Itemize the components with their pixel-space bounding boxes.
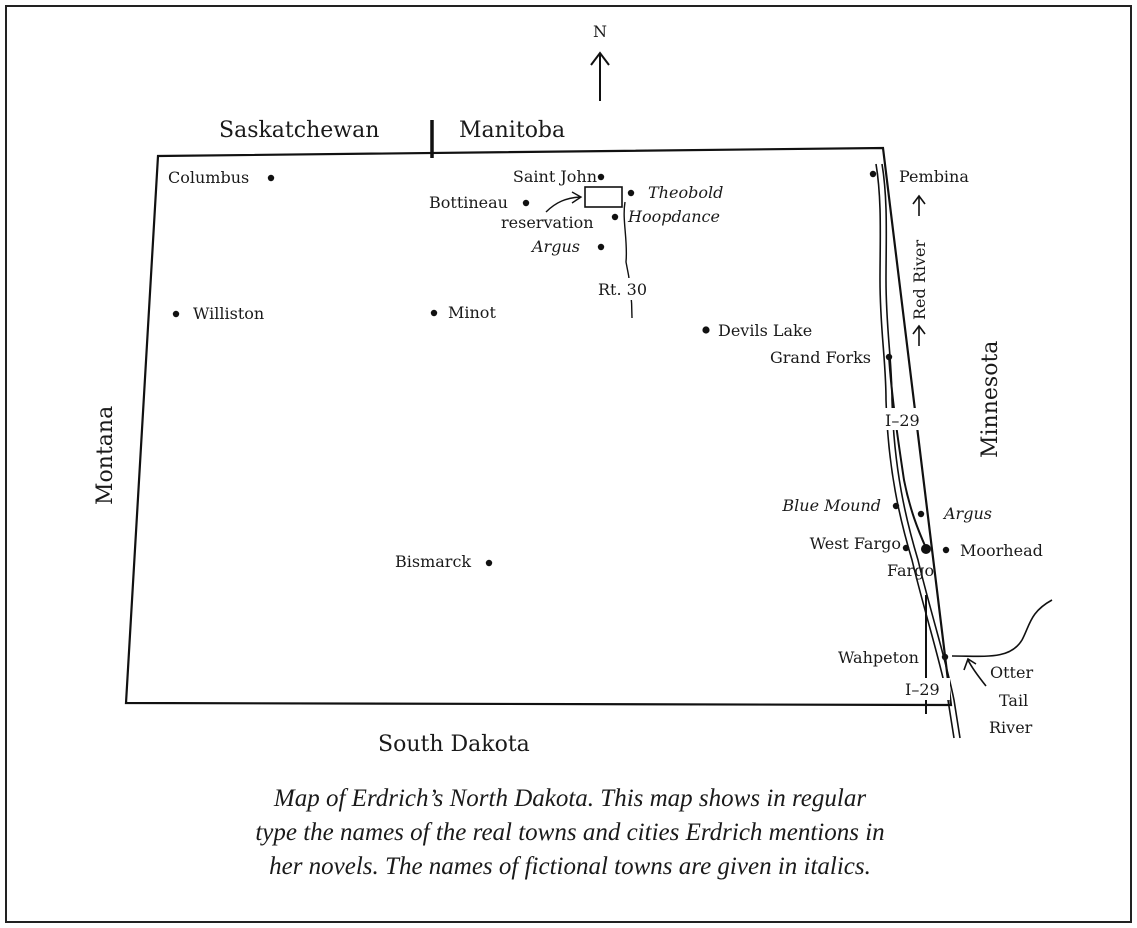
label-tail: Tail xyxy=(999,691,1028,710)
dot-argus-east xyxy=(917,510,925,518)
highway-i29-north xyxy=(888,356,927,549)
label-grand-forks: Grand Forks xyxy=(770,348,871,367)
label-hoopdance: Hoopdance xyxy=(627,207,720,226)
region-manitoba: Manitoba xyxy=(459,118,565,143)
map-caption: Map of Erdrich’s North Dakota. This map … xyxy=(150,782,990,884)
dot-wahpeton xyxy=(941,653,949,661)
north-arrow-icon xyxy=(590,51,610,101)
compass-label: N xyxy=(593,22,607,41)
dot-fargo xyxy=(921,544,931,554)
label-pembina: Pembina xyxy=(899,167,969,186)
label-reservation: reservation xyxy=(501,213,594,232)
caption-line-3: her novels. The names of fictional towns… xyxy=(269,853,871,880)
label-fargo: Fargo xyxy=(887,561,934,580)
town-markers xyxy=(172,170,950,661)
region-saskatchewan: Saskatchewan xyxy=(219,118,379,143)
label-theobold: Theobold xyxy=(648,183,723,202)
page-frame xyxy=(5,5,1132,923)
dot-grand-forks xyxy=(885,353,893,361)
otter-tail-arrow-icon xyxy=(963,657,987,687)
label-i29-south: I–29 xyxy=(905,680,940,699)
label-route-30: Rt. 30 xyxy=(598,280,647,299)
otter-tail-river xyxy=(951,599,1053,658)
label-wahpeton: Wahpeton xyxy=(838,648,919,667)
dot-williston xyxy=(172,310,180,318)
label-river: River xyxy=(989,718,1033,737)
dot-west-fargo xyxy=(902,544,910,552)
label-bottineau: Bottineau xyxy=(429,193,508,212)
label-saint-john: Saint John xyxy=(513,167,597,186)
region-south-dakota: South Dakota xyxy=(378,732,530,757)
reservation-area xyxy=(584,186,623,208)
region-montana: Montana xyxy=(93,406,118,505)
dot-bismarck xyxy=(485,559,493,567)
label-bismarck: Bismarck xyxy=(395,552,471,571)
label-columbus: Columbus xyxy=(168,168,249,187)
label-minot: Minot xyxy=(448,303,496,322)
dot-blue-mound xyxy=(892,502,900,510)
label-otter: Otter xyxy=(990,663,1033,682)
label-moorhead: Moorhead xyxy=(960,541,1043,560)
region-minnesota: Minnesota xyxy=(978,341,1003,458)
dot-devils-lake xyxy=(702,326,710,334)
dot-hoopdance xyxy=(611,213,619,221)
reservation-arrow-icon xyxy=(545,191,583,213)
label-red-river: Red River xyxy=(910,239,929,320)
label-argus-east: Argus xyxy=(942,504,992,523)
label-blue-mound: Blue Mound xyxy=(781,496,881,515)
label-devils-lake: Devils Lake xyxy=(718,321,812,340)
dot-pembina xyxy=(869,170,877,178)
red-river-arrow-icon xyxy=(912,194,926,346)
label-williston: Williston xyxy=(193,304,264,323)
dot-minot xyxy=(430,309,438,317)
dot-moorhead xyxy=(942,546,950,554)
dot-columbus xyxy=(267,174,275,182)
label-west-fargo: West Fargo xyxy=(810,534,901,553)
dot-saint-john xyxy=(597,173,605,181)
label-i29-north: I–29 xyxy=(885,411,920,430)
label-argus-north: Argus xyxy=(530,237,580,256)
caption-line-2: type the names of the real towns and cit… xyxy=(255,819,885,846)
caption-line-1: Map of Erdrich’s North Dakota. This map … xyxy=(273,785,867,812)
state-border xyxy=(124,146,953,707)
dot-bottineau xyxy=(522,199,530,207)
route-30 xyxy=(623,201,633,319)
dot-theobold xyxy=(627,189,635,197)
dot-argus-north xyxy=(597,243,605,251)
